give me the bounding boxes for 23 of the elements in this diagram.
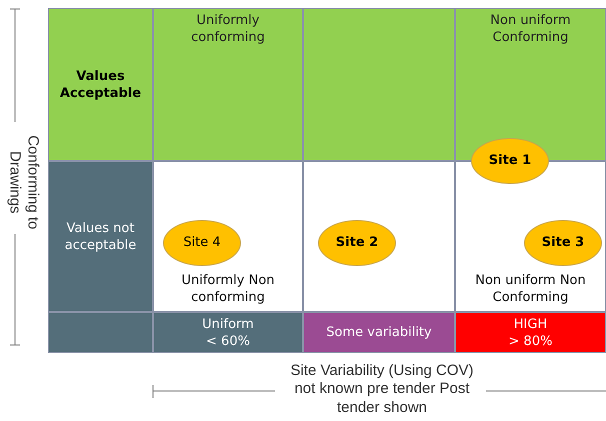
grid-cell bbox=[455, 312, 606, 353]
grid-cell bbox=[48, 8, 153, 161]
axis-title: Site Variability (Using COV) not known pre tender Post tender shown bbox=[289, 362, 475, 417]
cell-label: Uniformly Non conforming bbox=[180, 273, 276, 307]
grid-cell bbox=[153, 312, 303, 353]
grid-cell bbox=[48, 161, 153, 312]
cell-label: Uniformly conforming bbox=[190, 13, 266, 47]
site-label: Site 1 bbox=[488, 152, 532, 170]
grid-cell bbox=[153, 161, 303, 312]
cell-label: Uniform < 60% bbox=[201, 316, 255, 350]
cell-label: Values not acceptable bbox=[64, 220, 138, 254]
cell-label: Values Acceptable bbox=[59, 68, 142, 102]
grid-cell bbox=[303, 312, 455, 353]
cell-label: Non uniform Conforming bbox=[489, 13, 572, 47]
grid-cell bbox=[153, 8, 303, 161]
site-label: Site 4 bbox=[183, 234, 221, 252]
cell-label: Some variability bbox=[326, 325, 432, 342]
site-ellipse bbox=[524, 220, 602, 266]
cell-label: HIGH > 80% bbox=[508, 316, 554, 350]
site-label: Site 2 bbox=[336, 234, 378, 252]
cell-label: Non uniform Non Conforming bbox=[474, 273, 587, 307]
axis-title: Conforming to Drawings bbox=[5, 134, 42, 232]
site-label: Site 3 bbox=[542, 234, 584, 252]
